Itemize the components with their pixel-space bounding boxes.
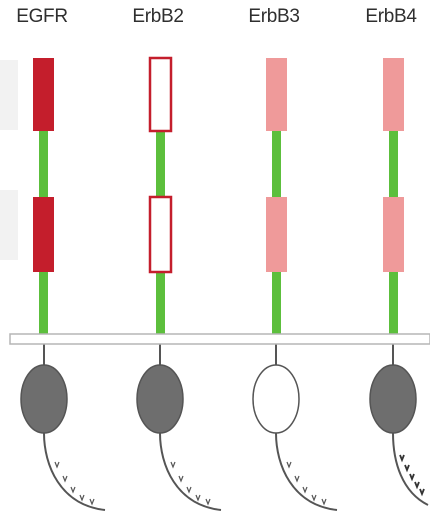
extracellular-domain-2 — [383, 197, 404, 272]
kinase-domain — [21, 365, 67, 433]
c-terminal-tail — [44, 433, 105, 510]
transmembrane-segment — [389, 272, 398, 337]
receptor-erbb2 — [137, 58, 221, 510]
extracellular-domain-2 — [266, 197, 287, 272]
kinase-domain — [370, 365, 416, 433]
background-shape — [0, 190, 18, 260]
tyrosine-sites — [171, 462, 210, 504]
linker-segment — [156, 129, 165, 199]
extracellular-domain-1 — [150, 58, 171, 131]
linker-segment — [272, 129, 281, 199]
tyrosine-sites — [55, 462, 94, 504]
extracellular-domain-1 — [33, 58, 54, 131]
linker-segment — [389, 129, 398, 199]
c-terminal-tail — [276, 433, 337, 510]
background-shape — [0, 60, 18, 130]
kinase-domain — [253, 365, 299, 433]
c-terminal-tail — [160, 433, 221, 510]
extracellular-domain-2 — [150, 197, 171, 272]
tyrosine-sites — [400, 455, 424, 494]
receptor-egfr — [21, 58, 105, 510]
transmembrane-segment — [39, 272, 48, 337]
receptor-erbb4 — [370, 58, 428, 505]
cell-membrane — [10, 334, 430, 344]
transmembrane-segment — [156, 272, 165, 337]
extracellular-domain-2 — [33, 197, 54, 272]
extracellular-domain-1 — [266, 58, 287, 131]
kinase-domain — [137, 365, 183, 433]
extracellular-domain-1 — [383, 58, 404, 131]
linker-segment — [39, 129, 48, 199]
transmembrane-segment — [272, 272, 281, 337]
tyrosine-sites — [287, 462, 326, 504]
receptor-erbb3 — [253, 58, 337, 510]
